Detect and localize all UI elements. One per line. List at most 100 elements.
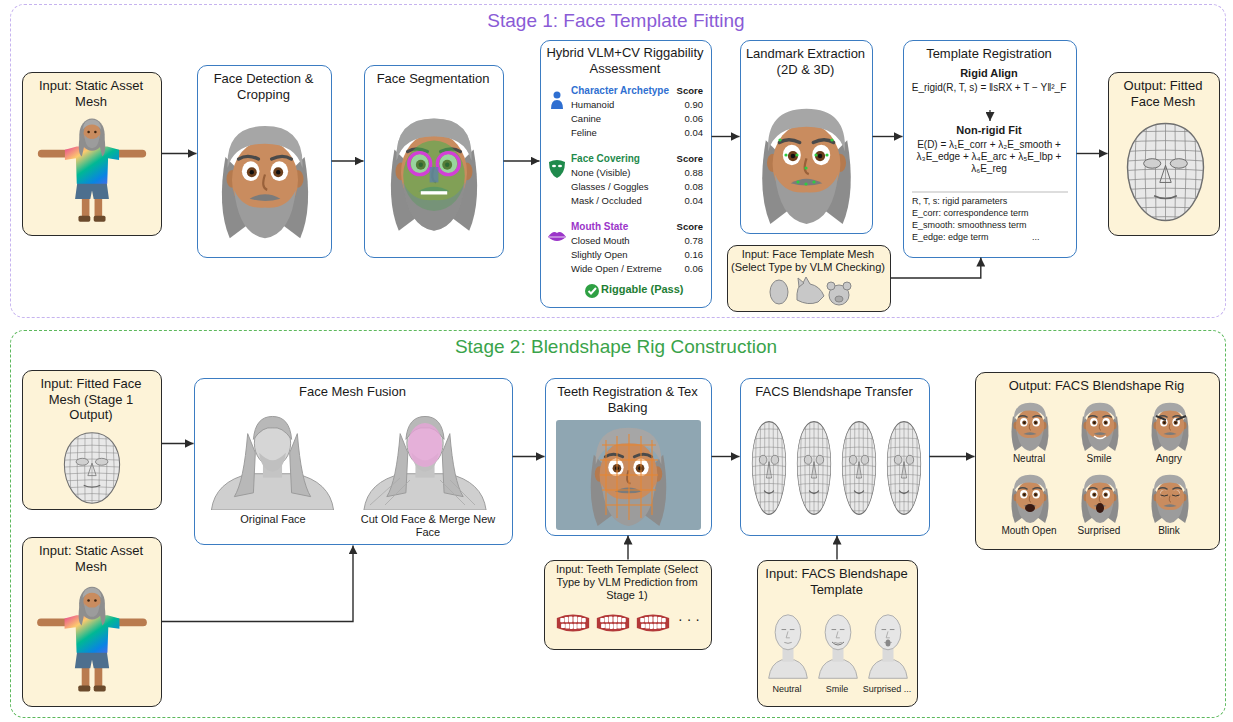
box-title: Input: Static Asset Mesh	[27, 78, 155, 109]
io-box: Input: FACS Blendshape TemplateNeutralSm…	[757, 560, 918, 707]
text-slot: Input: Teeth Template (Select Type by VL…	[547, 563, 707, 603]
box-title: Output: FACS Blendshape Rig	[980, 378, 1213, 394]
process-box: Teeth Registration & Tex Baking	[545, 378, 712, 536]
text-slot: 0.16	[667, 249, 703, 260]
process-box: Face Segmentation	[364, 65, 504, 258]
teeth-template	[597, 615, 629, 632]
flow-arrow	[162, 545, 354, 621]
flow-arrow	[162, 443, 194, 444]
box-title: Hybrid VLM+CV Riggability Assessment	[545, 45, 705, 76]
box-title: Input: FACS Blendshape Template	[762, 566, 911, 597]
box-text: Surprised ...	[859, 684, 915, 695]
box-title: Face Segmentation	[369, 71, 497, 87]
text-slot: Face Segmentation	[369, 71, 497, 87]
box-text: 0.06	[667, 263, 703, 274]
box-text: R, T, s: rigid parameters	[912, 196, 1067, 207]
flow-arrow	[627, 536, 628, 560]
text-slot: Smile	[812, 684, 862, 695]
blendshape-mesh	[793, 418, 835, 518]
box-text: 0.88	[667, 167, 703, 178]
box-text: Neutral	[999, 453, 1059, 465]
box-text: Face Covering	[571, 153, 671, 165]
text-slot: Angry	[1139, 453, 1199, 465]
box-title: FACS Blendshape Transfer	[745, 384, 923, 400]
box-text: 0.16	[667, 249, 703, 260]
box-text: Angry	[1139, 453, 1199, 465]
stage-title: Stage 2: Blendshape Rig Construction	[10, 336, 1223, 359]
text-slot: 0.90	[667, 99, 703, 110]
text-slot: Character Archetype	[571, 85, 671, 97]
table-icons	[548, 92, 599, 299]
io-box: Input: Static Asset Mesh	[22, 537, 162, 707]
box-title: Teeth Registration & Tex Baking	[550, 384, 705, 415]
text-slot: E(D) = λ₁E_corr + λ₂E_smooth + λ₃E_edge …	[906, 139, 1072, 175]
stage-title: Stage 1: Face Template Fitting	[10, 10, 1223, 33]
box-title: Output: Fitted Face Mesh	[1113, 78, 1213, 109]
surprise-mark	[886, 640, 891, 647]
box-text: Feline	[571, 127, 669, 138]
text-slot: Face Covering	[571, 153, 671, 165]
character-figure	[37, 587, 147, 692]
text-slot: 0.04	[667, 195, 703, 206]
face-landmarks	[762, 109, 851, 224]
box-text: E_edge: edge term	[912, 232, 1022, 243]
box-text: Mouth Open	[999, 525, 1059, 537]
text-slot: Mouth Open	[999, 525, 1059, 537]
box-text: Mouth State	[571, 221, 671, 233]
text-slot: Original Face	[203, 513, 343, 526]
box-title: Face Mesh Fusion	[199, 384, 506, 400]
flow-arrow	[513, 456, 545, 457]
box-text: Glasses / Goggles	[571, 181, 669, 192]
text-slot: · · ·	[673, 611, 705, 628]
box-text: Mask / Occluded	[571, 195, 669, 206]
blendshape-mesh	[883, 418, 925, 518]
box-text: Smile	[1069, 453, 1129, 465]
io-box: Input: Face Template Mesh (Select Type b…	[727, 245, 891, 312]
teeth-template	[557, 615, 589, 632]
stage-band: Stage 1: Face Template FittingInput: Sta…	[10, 4, 1226, 318]
box-text: · · ·	[673, 611, 705, 628]
text-slot: Cut Old Face & Merge New Face	[348, 513, 508, 539]
box-title: Input: Teeth Template (Select Type by VL…	[547, 563, 707, 603]
process-box: Landmark Extraction (2D & 3D)	[740, 40, 873, 234]
text-slot: Humanoid	[571, 99, 669, 110]
merged-bust	[364, 416, 486, 510]
text-slot: Input: Face Template Mesh (Select Type b…	[730, 248, 886, 274]
flow-arrow	[989, 110, 990, 121]
facs-head	[869, 615, 908, 678]
box-text: Rigid Align	[908, 67, 1070, 80]
text-slot: Score	[667, 221, 703, 232]
box-text: Canine	[571, 113, 669, 124]
divider	[912, 192, 1068, 193]
text-slot: Input: FACS Blendshape Template	[762, 566, 911, 597]
text-slot: Neutral	[762, 684, 812, 695]
text-slot: Input: Fitted Face Mesh (Stage 1 Output)	[27, 376, 155, 423]
process-box: Face Detection & Cropping	[197, 65, 332, 258]
fitted-mesh	[1118, 120, 1213, 225]
text-slot: E_smooth: smoothness term	[912, 220, 1067, 231]
box-title: Input: Fitted Face Mesh (Stage 1 Output)	[27, 376, 155, 423]
flow-arrow	[162, 153, 197, 154]
process-box: Hybrid VLM+CV Riggability AssessmentChar…	[540, 40, 712, 308]
rig-faces	[1011, 403, 1188, 523]
box-text: Score	[667, 85, 703, 96]
text-slot: Mouth State	[571, 221, 671, 233]
text-slot: FACS Blendshape Transfer	[745, 384, 923, 400]
template-heads	[770, 277, 851, 305]
teeth-registration-view	[556, 420, 701, 530]
box-text: Character Archetype	[571, 85, 671, 97]
blendshape-mesh	[838, 418, 880, 518]
text-slot: Landmark Extraction (2D & 3D)	[745, 46, 866, 77]
text-slot: Stage 2: Blendshape Rig Construction	[10, 336, 1223, 359]
box-text: Cut Old Face & Merge New Face	[348, 513, 508, 539]
box-text: Wide Open / Extreme	[571, 263, 669, 274]
facs-head	[769, 615, 808, 678]
text-slot: Face Detection & Cropping	[202, 71, 325, 102]
face-segmentation	[391, 119, 477, 231]
text-slot: Hybrid VLM+CV Riggability Assessment	[545, 45, 705, 76]
text-slot: Template Registration	[908, 46, 1070, 62]
box-text: 0.04	[667, 127, 703, 138]
box-text: E_rigid(R, T, s) = ‖sRX + T − Y‖²_F	[906, 82, 1072, 94]
